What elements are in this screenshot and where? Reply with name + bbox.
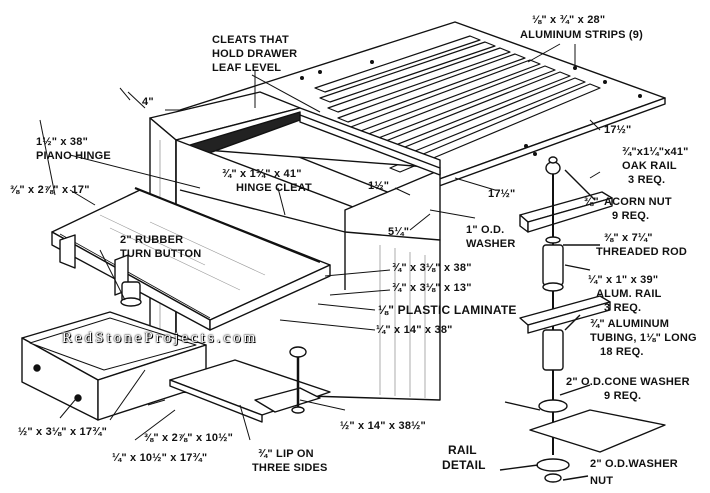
leader-lines xyxy=(40,44,600,440)
label-threaded-rod-name: THREADED ROD xyxy=(596,246,688,258)
label-board-quarter: ¼" x 10½" x 17¾" xyxy=(112,452,208,464)
drawer-leaf xyxy=(52,188,330,330)
label-washer-1in: 1" O.D. xyxy=(466,224,505,236)
label-alum-rail-qty: 3 REQ. xyxy=(604,302,642,314)
label-cleats: CLEATS THAT xyxy=(212,34,289,46)
label-lip-2: THREE SIDES xyxy=(252,462,328,474)
label-rubber-button: 2" RUBBER xyxy=(120,234,184,246)
label-oak-rail-qty: 3 REQ. xyxy=(628,174,666,186)
label-board-10-half: ⅜" x 2⅞" x 10½" xyxy=(144,432,233,444)
label-board-14-38: ¼" x 14" x 38" xyxy=(376,324,453,336)
label-acorn-nut-qty: 9 REQ. xyxy=(612,210,650,222)
label-acorn-dim: ⅜" xyxy=(584,196,599,208)
label-alum-rail-name: ALUM. RAIL xyxy=(596,288,662,300)
label-dim-17-half-a: 17½" xyxy=(604,124,632,136)
pull-out-drawer xyxy=(22,312,206,420)
label-aluminum-strips-size: ⅛" x ¾" x 28" xyxy=(532,14,606,26)
label-acorn-nut: ACORN NUT xyxy=(604,196,672,208)
label-alum-tubing-qty: 18 REQ. xyxy=(600,346,644,358)
label-board-13: ¾" x 3⅛" x 13" xyxy=(392,282,472,294)
label-nut: NUT xyxy=(590,475,614,487)
label-washer-2in: 2" O.D.WASHER xyxy=(590,458,678,470)
label-oak-rail-size: ¾"x1¼"x41" xyxy=(622,146,689,158)
label-board-38: ¾" x 3⅛" x 38" xyxy=(392,262,472,274)
label-cleats-3: LEAF LEVEL xyxy=(212,62,282,74)
label-lip: ¾" LIP ON xyxy=(258,448,314,460)
label-hinge-cleat-size: ¾" x 1¾" x 41" xyxy=(222,168,302,180)
label-washer-1in-2: WASHER xyxy=(466,238,516,250)
label-piano-hinge-size: 1½" x 38" xyxy=(36,136,88,148)
label-threaded-rod-size: ⅜" x 7¼" xyxy=(604,232,653,244)
label-aluminum-strips-name: ALUMINUM STRIPS (9) xyxy=(520,29,643,41)
label-rail-detail-2: DETAIL xyxy=(442,458,486,472)
label-four-inch: 4" xyxy=(142,96,154,108)
lower-shelf xyxy=(170,347,330,422)
label-plastic-laminate: ⅛" PLASTIC LAMINATE xyxy=(378,303,517,317)
label-cone-washer: 2" O.D.CONE WASHER xyxy=(566,376,690,388)
label-dim-1-half: 1½" xyxy=(368,180,390,192)
label-cone-washer-qty: 9 REQ. xyxy=(604,390,642,402)
label-alum-tubing-size: ¾" ALUMINUM xyxy=(590,318,670,330)
label-alum-rail-size: ¼" x 1" x 39" xyxy=(588,274,659,286)
label-oak-rail-name: OAK RAIL xyxy=(622,160,677,172)
watermark-text: RedStoneProjects.com xyxy=(62,330,259,346)
label-alum-tubing-name: TUBING, 1⅛" LONG xyxy=(590,332,697,344)
label-board-half: ½" x 3⅛" x 17¾" xyxy=(18,426,107,438)
label-piano-hinge-name: PIANO HINGE xyxy=(36,150,111,162)
label-dim-17-half-b: 17½" xyxy=(488,188,516,200)
rail-detail xyxy=(500,157,665,482)
label-dim-5-quarter: 5¼" xyxy=(388,226,410,238)
label-cleats-2: HOLD DRAWER xyxy=(212,48,298,60)
label-rail-detail: RAIL xyxy=(448,443,477,457)
label-hinge-cleat-name: HINGE CLEAT xyxy=(236,182,312,194)
label-board-3-8: ⅜" x 2⅞" x 17" xyxy=(10,184,90,196)
label-rubber-button-2: TURN BUTTON xyxy=(120,248,202,260)
label-board-14-half: ½" x 14" x 38½" xyxy=(340,420,426,432)
